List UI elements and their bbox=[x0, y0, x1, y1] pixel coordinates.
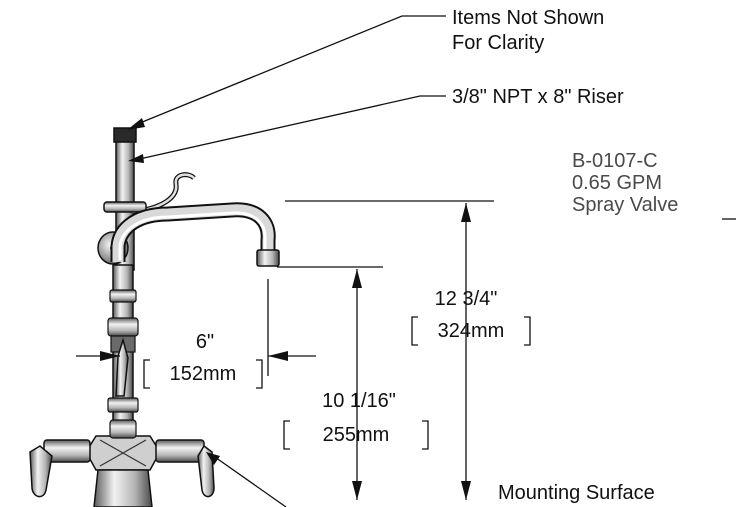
bracket-324mm bbox=[411, 316, 531, 346]
leader-riser bbox=[134, 95, 446, 161]
right-handle bbox=[197, 444, 215, 498]
callout-mounting-surface: Mounting Surface bbox=[498, 482, 655, 504]
bracket-255mm bbox=[283, 420, 429, 450]
spout-outlet bbox=[256, 249, 280, 267]
dim-overall-height-mm: 324mm bbox=[437, 320, 505, 342]
callout-items-not-shown-line2: For Clarity bbox=[452, 32, 545, 54]
right-inlet-arm bbox=[155, 439, 205, 463]
faucet-illustration bbox=[29, 127, 280, 507]
riser-clamp bbox=[103, 201, 147, 213]
dim-spout-height-mm: 255mm bbox=[322, 424, 390, 446]
dim-reach-mm: 152mm bbox=[169, 363, 237, 385]
callout-spray-valve-flow: 0.65 GPM bbox=[572, 172, 663, 194]
callout-riser: 3/8" NPT x 8" Riser bbox=[452, 86, 624, 108]
valve-lever bbox=[115, 337, 129, 397]
callout-spray-valve-name: Spray Valve bbox=[572, 194, 679, 216]
left-handle bbox=[29, 445, 53, 498]
dimension-lines bbox=[76, 200, 531, 500]
dim-spout-height-inches: 10 1/16" bbox=[322, 390, 396, 412]
leader-items-not-shown bbox=[134, 15, 446, 126]
riser-cap bbox=[113, 127, 137, 143]
bracket-152mm bbox=[143, 359, 263, 389]
dim-reach-inches: 6" bbox=[195, 331, 215, 353]
leader-handle bbox=[211, 454, 287, 507]
dim-overall-height-inches: 12 3/4" bbox=[434, 288, 498, 310]
callout-items-not-shown-line1: Items Not Shown bbox=[452, 7, 605, 29]
base-mount bbox=[93, 469, 153, 507]
callout-spray-valve-model: B-0107-C bbox=[572, 150, 658, 172]
leader-lines bbox=[127, 15, 736, 507]
